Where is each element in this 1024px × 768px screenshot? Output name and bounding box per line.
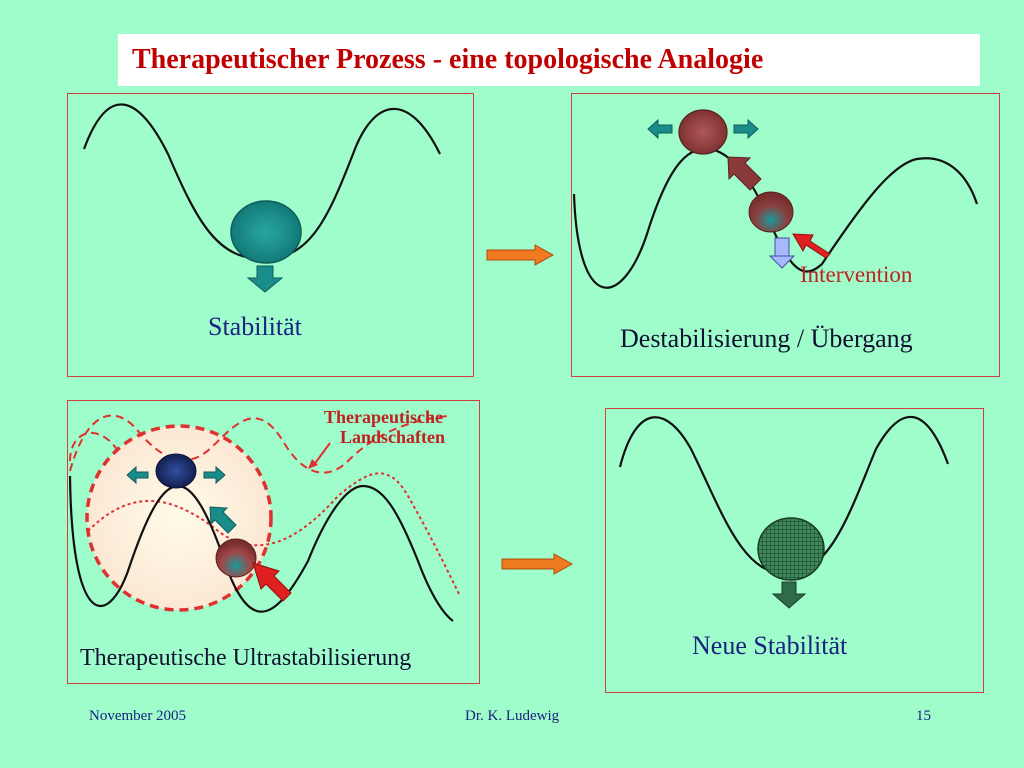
panel-destabilization-graphic xyxy=(572,109,979,289)
transition-arrow-2 xyxy=(501,553,574,575)
footer-date: November 2005 xyxy=(89,708,187,724)
intervention-arrow-icon xyxy=(252,562,292,602)
label-stability: Stabilität xyxy=(208,312,302,341)
landscape-circle xyxy=(85,424,273,612)
dashed-landscape-2 xyxy=(87,472,461,597)
ball-new-stable xyxy=(757,517,825,581)
panel-destabilization: Intervention Destabilisierung / Übergang xyxy=(571,93,1000,377)
label-ultrastabilization: Therapeutische Ultrastabilisierung xyxy=(80,645,412,671)
panel-stability: Stabilität xyxy=(67,93,474,377)
label-intervention: Intervention xyxy=(800,262,913,287)
ball-peak xyxy=(155,453,197,489)
label-landscapes-1: Therapeutische xyxy=(324,407,443,427)
push-arrow-icon xyxy=(209,506,237,534)
panel-ultrastabilization-graphic xyxy=(68,414,461,622)
title-box: Therapeutischer Prozess - eine topologis… xyxy=(118,34,980,86)
label-landscapes-2: Landschaften xyxy=(340,427,446,447)
footer-author: Dr. K. Ludewig xyxy=(465,708,560,724)
ball-slope xyxy=(748,191,794,233)
intervention-arrow-icon xyxy=(792,233,831,259)
footer-page-number: 15 xyxy=(916,708,931,724)
panel-new-stability: Neue Stabilität xyxy=(605,408,984,693)
transition-arrow-1 xyxy=(486,244,555,266)
slide-title: Therapeutischer Prozess - eine topologis… xyxy=(132,44,764,75)
ball-top xyxy=(678,109,728,155)
ball-stable xyxy=(230,200,302,264)
down-arrow-icon xyxy=(246,265,284,293)
pointer-line xyxy=(312,442,331,467)
left-arrow-icon xyxy=(126,465,149,485)
label-destabilization: Destabilisierung / Übergang xyxy=(620,324,913,353)
hatched-arrow-icon xyxy=(774,237,790,257)
right-arrow-icon xyxy=(203,465,226,485)
potential-curve xyxy=(68,475,454,622)
panel-new-stability-graphic xyxy=(618,416,950,609)
label-new-stability: Neue Stabilität xyxy=(692,631,848,660)
down-arrow-icon xyxy=(771,581,807,609)
panel-stability-graphic xyxy=(82,103,441,293)
push-arrow-icon xyxy=(727,156,762,191)
right-arrow-icon xyxy=(733,118,759,140)
ball-slope xyxy=(215,538,257,578)
left-arrow-icon xyxy=(647,118,673,140)
panel-ultrastabilization: Therapeutische Landschaften Therapeutisc… xyxy=(67,400,480,684)
